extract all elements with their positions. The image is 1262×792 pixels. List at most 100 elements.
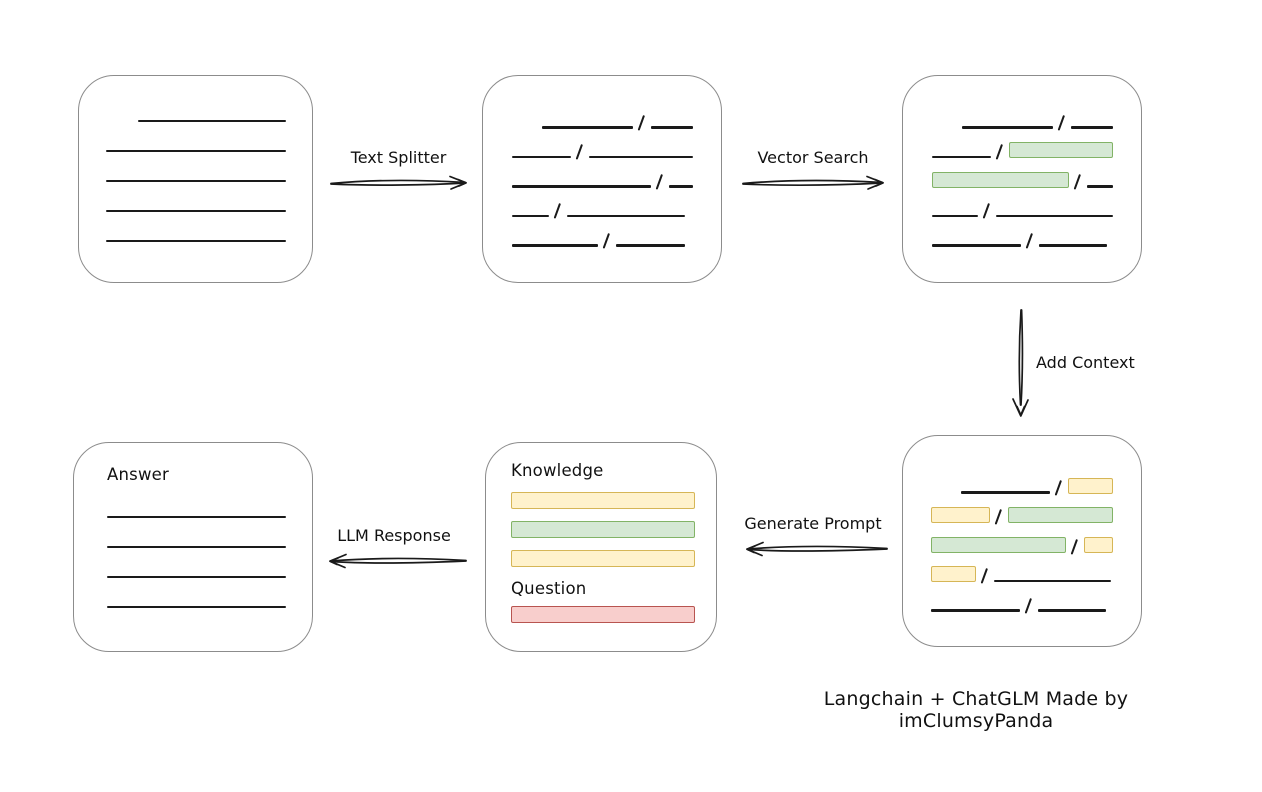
green-chunk — [932, 171, 1069, 188]
answer-label: Answer — [107, 465, 169, 484]
text-splitter-label: Text Splitter — [350, 148, 447, 167]
text-row — [106, 182, 286, 212]
text-line — [106, 149, 286, 152]
text-row — [106, 212, 286, 242]
text-row — [106, 92, 286, 122]
context-chunks-node — [902, 435, 1142, 647]
yellow-chunk — [1068, 477, 1113, 494]
text-line — [932, 244, 1021, 247]
text-line — [961, 491, 1050, 494]
text-row — [931, 582, 1113, 614]
text-line — [931, 609, 1020, 612]
text-line — [542, 126, 633, 129]
arrow-right-icon — [741, 175, 884, 190]
slash-separator — [1025, 232, 1034, 249]
generate-prompt-label: Generate Prompt — [744, 514, 882, 533]
text-row — [931, 494, 1113, 525]
question-label: Question — [511, 579, 587, 598]
yellow-chunk — [931, 566, 976, 582]
arrow-right-icon — [329, 175, 467, 190]
text-row — [512, 129, 693, 160]
text-line — [996, 214, 1113, 217]
green-chunk — [931, 536, 1066, 553]
matched-chunks-node — [902, 75, 1142, 283]
knowledge-label: Knowledge — [511, 461, 604, 480]
text-line — [106, 209, 286, 212]
text-row — [512, 99, 693, 131]
text-row — [932, 217, 1113, 249]
arrow-down-icon — [1012, 309, 1029, 417]
text-line — [1087, 185, 1113, 188]
text-row — [107, 548, 286, 578]
green-bar — [511, 521, 695, 538]
text-line — [1038, 609, 1107, 612]
prompt-node: Knowledge Question — [485, 442, 717, 652]
text-line — [512, 185, 651, 188]
text-row — [932, 99, 1113, 131]
text-row — [932, 188, 1113, 219]
yellow-bar — [511, 492, 695, 509]
text-line — [669, 185, 693, 188]
matched-chunks-lines — [903, 76, 1141, 249]
text-line — [512, 155, 572, 158]
llm-response-label: LLM Response — [337, 526, 451, 545]
yellow-chunk — [1083, 536, 1113, 553]
text-row — [931, 553, 1113, 584]
text-row — [512, 217, 693, 249]
text-line — [932, 214, 978, 217]
green-chunk — [1009, 142, 1113, 158]
text-row — [932, 129, 1113, 160]
yellow-chunk — [931, 507, 990, 523]
text-line — [616, 244, 686, 247]
text-line — [932, 155, 992, 158]
text-row — [512, 158, 693, 190]
text-row — [106, 122, 286, 152]
context-chunks-lines — [903, 436, 1141, 614]
text-line — [962, 126, 1053, 129]
text-line — [567, 214, 686, 217]
text-line — [106, 239, 286, 242]
text-line — [106, 179, 286, 182]
text-row — [107, 518, 286, 548]
text-line — [107, 515, 286, 518]
answer-node: Answer — [73, 442, 313, 652]
slash-separator — [602, 232, 611, 249]
arrow-left-icon — [329, 553, 467, 569]
text-line — [1039, 244, 1108, 247]
text-row — [931, 464, 1113, 496]
text-row — [932, 158, 1113, 190]
question-bars — [511, 606, 695, 623]
text-line — [107, 605, 286, 608]
llm-response-arrow: LLM Response — [318, 526, 470, 570]
yellow-bar — [511, 550, 695, 567]
arrow-left-icon — [746, 541, 888, 557]
text-line — [1070, 126, 1113, 129]
split-chunks-lines — [483, 76, 721, 249]
document-lines — [79, 76, 312, 242]
document-node — [78, 75, 313, 283]
generate-prompt-arrow: Generate Prompt — [734, 514, 892, 558]
text-line — [589, 155, 693, 158]
text-line — [138, 119, 286, 122]
text-row — [106, 152, 286, 182]
red-bar — [511, 606, 695, 623]
add-context-label: Add Context — [1036, 353, 1135, 372]
text-line — [650, 126, 693, 129]
text-row — [512, 188, 693, 219]
text-line — [512, 214, 549, 217]
green-chunk — [1008, 507, 1113, 523]
vector-search-label: Vector Search — [757, 148, 869, 167]
text-row — [931, 523, 1113, 555]
text-line — [107, 575, 286, 578]
text-splitter-arrow: Text Splitter — [326, 148, 471, 192]
vector-search-arrow: Vector Search — [738, 148, 888, 192]
text-row — [107, 488, 286, 518]
text-line — [107, 545, 286, 548]
text-line — [994, 579, 1112, 582]
text-row — [107, 578, 286, 608]
knowledge-bars — [511, 492, 695, 567]
answer-lines — [107, 488, 286, 608]
slash-separator — [1024, 597, 1033, 614]
caption: Langchain + ChatGLM Made by imClumsyPand… — [823, 688, 1129, 732]
